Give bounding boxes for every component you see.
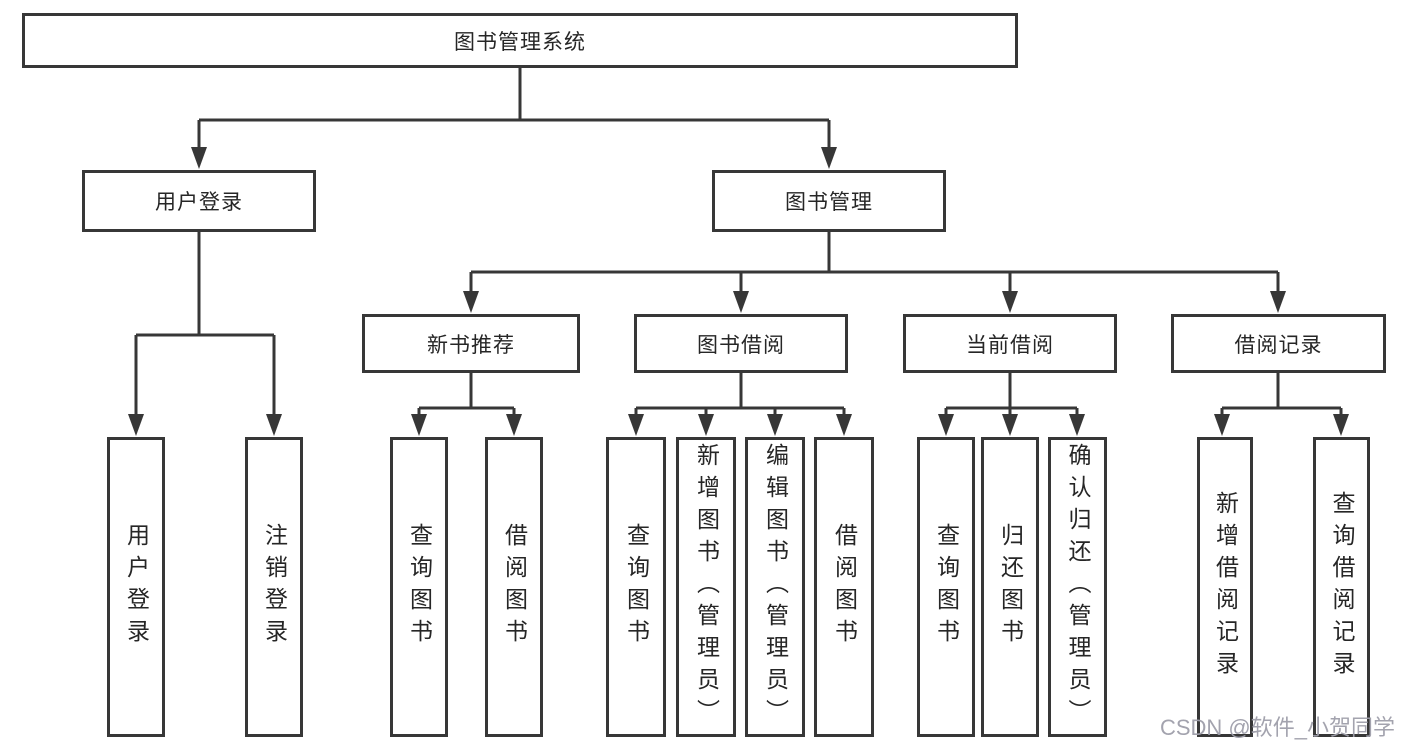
arrowheads-group2: [411, 414, 522, 436]
leaf-label: 归还图书: [997, 523, 1024, 651]
node-user-login: 用户登录: [82, 170, 316, 232]
node-label: 图书管理: [785, 191, 873, 214]
node-label: 当前借阅: [966, 333, 1054, 357]
node-current-borrow: 当前借阅: [903, 314, 1117, 373]
leaf-logout: 注销登录: [245, 437, 303, 737]
leaf-label: 新增借阅记录: [1212, 491, 1239, 683]
leaf-label: 查询借阅记录: [1329, 491, 1355, 683]
node-book-borrow: 图书借阅: [634, 314, 848, 373]
leaf-add-borrow-record: 新增借阅记录: [1197, 437, 1253, 737]
leaf-label: 编辑图书（管理员）: [762, 443, 789, 731]
arrowheads-group3: [628, 414, 852, 436]
leaf-label: 新增图书（管理员）: [693, 443, 720, 731]
node-book-management: 图书管理: [712, 170, 946, 232]
leaf-user-login: 用户登录: [107, 437, 165, 737]
node-new-book-recommend: 新书推荐: [362, 314, 580, 373]
node-label: 借阅记录: [1234, 333, 1323, 357]
arrowheads-group4: [938, 414, 1085, 436]
connector-bookmgmt-to-level3: [469, 232, 1280, 295]
leaf-edit-book-admin: 编辑图书（管理员）: [745, 437, 805, 737]
leaf-query-books-recommend: 查询图书: [390, 437, 448, 737]
arrowheads-group1: [128, 414, 282, 436]
leaf-borrow-books: 借阅图书: [814, 437, 874, 737]
connector-bookborrow-to-leaves: [634, 373, 846, 417]
connector-currentborrow-to-leaves: [944, 373, 1079, 417]
arrowheads-group5: [1214, 414, 1349, 436]
node-label: 用户登录: [155, 191, 243, 214]
watermark-csdn: CSDN @软件_小贺同学: [1159, 715, 1395, 740]
leaf-label: 查询图书: [623, 523, 650, 651]
leaf-borrow-books-recommend: 借阅图书: [485, 437, 543, 737]
leaf-label: 借阅图书: [831, 523, 858, 651]
leaf-label: 注销登录: [261, 523, 288, 651]
leaf-query-books-borrow: 查询图书: [606, 437, 666, 737]
leaf-query-borrow-record: 查询借阅记录: [1313, 437, 1370, 737]
connector-newbook-to-leaves: [417, 373, 516, 417]
node-library-management-system: 图书管理系统: [22, 13, 1018, 68]
leaf-return-book: 归还图书: [981, 437, 1039, 737]
arrowheads-level3: [463, 291, 1286, 313]
leaf-label: 借阅图书: [501, 523, 528, 651]
leaf-label: 用户登录: [123, 523, 150, 651]
leaf-label: 查询图书: [933, 523, 960, 651]
connector-userlogin-to-leaves: [134, 232, 276, 416]
leaf-label: 查询图书: [406, 523, 433, 651]
connector-root-to-level2: [197, 68, 831, 150]
node-label: 新书推荐: [427, 333, 515, 357]
leaf-label: 确认归还（管理员）: [1065, 443, 1091, 731]
node-label: 图书借阅: [697, 333, 785, 357]
leaf-add-book-admin: 新增图书（管理员）: [676, 437, 736, 737]
leaf-query-books-current: 查询图书: [917, 437, 975, 737]
connector-borrowrecord-to-leaves: [1220, 373, 1343, 417]
arrowheads-level2: [191, 147, 837, 169]
node-label: 图书管理系统: [454, 30, 586, 54]
leaf-confirm-return-admin: 确认归还（管理员）: [1048, 437, 1107, 737]
node-borrow-records: 借阅记录: [1171, 314, 1386, 373]
